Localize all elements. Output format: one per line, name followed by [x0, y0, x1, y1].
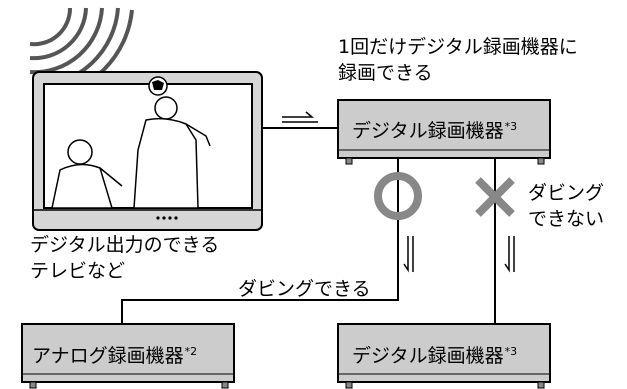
circle-ok-icon [374, 172, 422, 220]
cross-ng-icon [475, 177, 515, 217]
top-note-line1: 1回だけデジタル録画機器に [338, 36, 578, 58]
bottom-left-recorder [21, 323, 235, 389]
top-note-line2: 録画できる [338, 62, 433, 84]
dubbing-ng-line1: ダビング [528, 182, 605, 204]
dubbing-ng-line2: できない [528, 208, 605, 230]
bottom-left-recorder-name: アナログ録画機器 [32, 345, 184, 367]
bottom-right-recorder-name: デジタル録画機器 [352, 345, 504, 367]
top-recorder-label: デジタル録画機器*3 [352, 113, 517, 145]
bottom-right-recorder-label: デジタル録画機器*3 [352, 338, 517, 370]
arrow-down-icon [403, 236, 414, 273]
arrow-down-icon [504, 236, 515, 273]
bottom-right-recorder [337, 323, 551, 389]
ok-connection-line [121, 158, 399, 324]
dubbing-ok-label: ダビングできる [238, 278, 371, 300]
top-recorder-footnote: *3 [504, 120, 518, 133]
tv-caption-line2: テレビなど [30, 260, 126, 282]
bottom-left-recorder-label: アナログ録画機器*2 [32, 338, 197, 370]
tv-icon [32, 71, 263, 231]
top-recorder [337, 99, 551, 165]
top-recorder-name: デジタル録画機器 [352, 120, 504, 142]
tv-caption-line1: デジタル出力のできる [30, 234, 220, 256]
arrow-right-icon [282, 111, 318, 123]
bottom-left-recorder-footnote: *2 [184, 345, 198, 358]
bottom-right-recorder-footnote: *3 [504, 345, 518, 358]
